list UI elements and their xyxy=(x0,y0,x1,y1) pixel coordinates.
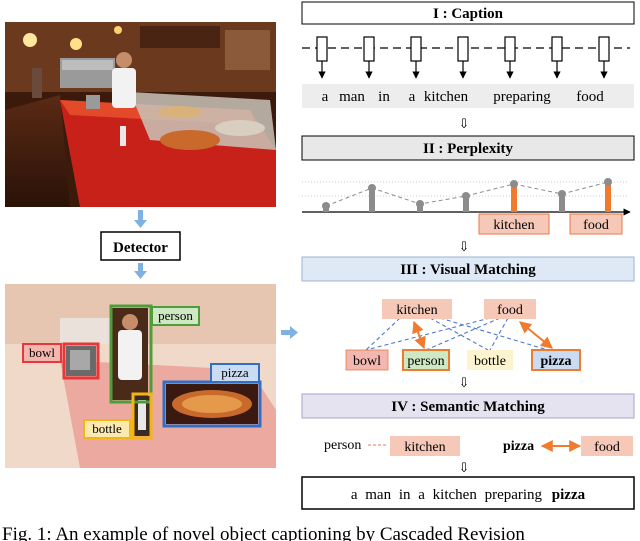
caption-word: preparing xyxy=(493,89,551,105)
final-caption: a man in a kitchen preparing pizza xyxy=(301,476,635,510)
down-arrow-2 xyxy=(134,263,147,279)
person-tag: person xyxy=(158,308,193,323)
sm-kitchen xyxy=(390,436,460,456)
vm-pizza xyxy=(531,349,581,371)
sm-person: person xyxy=(324,438,361,453)
final-caption-prefix: a man in a kitchen preparing xyxy=(351,487,543,503)
caption-word: a xyxy=(409,89,416,105)
kitchen-photo xyxy=(5,22,276,207)
caption-title: I : Caption xyxy=(433,6,504,22)
perp-word-food xyxy=(569,213,623,235)
vm-person xyxy=(402,349,450,371)
perplexity-point xyxy=(368,184,376,192)
detector-box: Detector xyxy=(100,231,181,261)
caption-bar xyxy=(302,84,634,108)
lstm-cell xyxy=(504,36,516,62)
svg-text:food: food xyxy=(594,440,620,455)
visual-matching-title: III : Visual Matching xyxy=(400,262,536,278)
lstm-cell xyxy=(316,36,328,62)
svg-text:kitchen: kitchen xyxy=(493,218,534,233)
perplexity-bar xyxy=(559,194,565,212)
bottle-detection: bottle xyxy=(83,392,153,440)
pizza-detection: pizza xyxy=(162,363,262,428)
svg-text:person: person xyxy=(407,354,444,369)
lstm-cell xyxy=(551,36,563,62)
svg-text:⇩: ⇩ xyxy=(459,116,470,131)
pizza-tag: pizza xyxy=(221,365,249,380)
figure-caption: Fig. 1: An example of novel object capti… xyxy=(2,524,525,541)
hollow-arrow-3: ⇩ xyxy=(459,375,470,390)
caption-word: man xyxy=(339,89,365,105)
stage-semantic-matching: IV : Semantic Matching person kitchen pi… xyxy=(301,393,635,456)
hollow-arrow-4: ⇩ xyxy=(459,460,470,475)
perplexity-bar xyxy=(463,196,469,212)
caption-word: in xyxy=(378,89,390,105)
perplexity-point xyxy=(510,180,518,188)
perp-word-kitchen xyxy=(478,213,550,235)
perplexity-point xyxy=(604,178,612,186)
svg-text:bowl: bowl xyxy=(353,354,381,369)
svg-text:⇩: ⇩ xyxy=(459,460,470,475)
sm-pizza: pizza xyxy=(503,439,534,454)
hollow-arrow-1: ⇩ xyxy=(459,116,470,131)
down-arrow-1 xyxy=(134,210,147,228)
perplexity-point xyxy=(462,192,470,200)
vm-bowl xyxy=(345,349,389,371)
caption-word: kitchen xyxy=(424,89,469,105)
final-caption-replaced: pizza xyxy=(552,487,586,503)
kitchen-person-link xyxy=(412,320,426,350)
vm-bottle xyxy=(467,350,513,370)
svg-text:a man in a kitchen preparing: a man in a kitchen preparing pizza xyxy=(351,487,586,503)
right-arrow xyxy=(281,326,298,339)
svg-text:kitchen: kitchen xyxy=(404,440,445,455)
food-pizza-link xyxy=(519,321,553,349)
lstm-cell xyxy=(598,36,610,62)
lstm-cell xyxy=(457,36,469,62)
perplexity-point xyxy=(558,190,566,198)
svg-text:pizza: pizza xyxy=(540,354,571,369)
svg-text:food: food xyxy=(583,218,609,233)
vm-kitchen xyxy=(382,299,452,319)
detector-label: Detector xyxy=(113,240,168,256)
person-detection: person xyxy=(109,304,200,404)
perplexity-title: II : Perplexity xyxy=(423,141,513,157)
hollow-arrow-2: ⇩ xyxy=(459,239,470,254)
svg-text:⇩: ⇩ xyxy=(459,375,470,390)
bottle-tag: bottle xyxy=(92,421,122,436)
caption-word: food xyxy=(576,89,604,105)
bowl-tag: bowl xyxy=(29,345,55,360)
sm-food xyxy=(581,436,633,456)
lstm-cell xyxy=(363,36,375,62)
perplexity-bar xyxy=(605,182,611,212)
vm-food xyxy=(484,299,536,319)
stage-perplexity: II : Perplexity kitchen food xyxy=(301,135,635,235)
lstm-cell xyxy=(410,36,422,62)
caption-word: a xyxy=(322,89,329,105)
perplexity-bar xyxy=(369,188,375,212)
perplexity-point xyxy=(416,200,424,208)
perplexity-bar xyxy=(511,184,517,212)
stage-visual-matching: III : Visual Matching kitchen food bowl … xyxy=(301,256,635,371)
svg-text:food: food xyxy=(497,303,523,318)
svg-text:kitchen: kitchen xyxy=(396,303,437,318)
semantic-matching-title: IV : Semantic Matching xyxy=(391,399,545,415)
svg-text:⇩: ⇩ xyxy=(459,239,470,254)
bowl-detection: bowl xyxy=(22,342,100,380)
perplexity-point xyxy=(322,202,330,210)
svg-text:bottle: bottle xyxy=(474,354,506,369)
